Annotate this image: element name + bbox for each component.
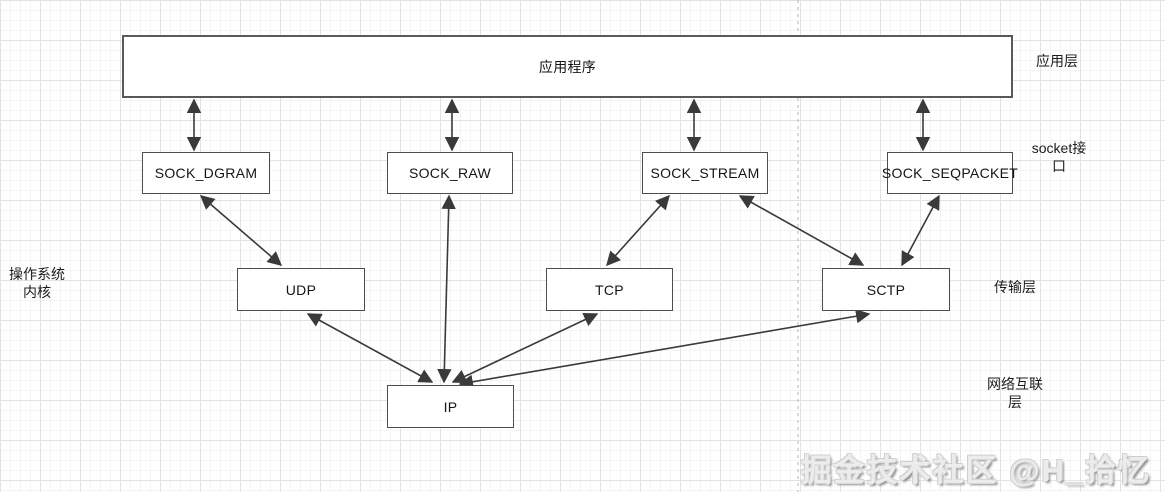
edge-tcp-ip [451,313,599,383]
node-application: 应用程序 [122,35,1013,98]
label-network-layer: 网络互联层 [987,376,1043,410]
node-sock-raw-label: SOCK_RAW [408,165,491,181]
label-socket-interface: socket接口 [1031,140,1087,174]
node-application-label: 应用程序 [538,58,597,75]
edge-sock-raw-ip [437,194,456,384]
node-tcp: TCP [546,268,673,311]
edge-sock-seqpacket-sctp [901,194,940,267]
label-transport-layer: 传输层 [994,279,1036,295]
edge-udp-ip [306,313,434,383]
node-udp: UDP [237,268,365,311]
node-sock-stream: SOCK_STREAM [642,152,768,194]
label-application-layer: 应用层 [1036,53,1078,69]
node-sock-seqpacket-label: SOCK_SEQPACKET [881,165,1019,181]
node-sock-dgram: SOCK_DGRAM [142,152,270,194]
node-sock-seqpacket: SOCK_SEQPACKET [882,152,1018,194]
node-sock-dgram-label: SOCK_DGRAM [154,165,258,181]
label-os-kernel: 操作系统内核 [9,266,65,300]
node-tcp-label: TCP [595,281,624,298]
node-ip-label: IP [443,398,458,415]
edge-sock-stream-sctp [738,195,865,266]
edge-sctp-ip [458,309,871,389]
edge-sock-stream-tcp [606,194,670,267]
node-sctp: SCTP [822,268,950,311]
node-ip: IP [387,385,514,428]
watermark-text: 掘金技术社区 @H_拾忆 [800,453,1151,488]
node-sock-raw: SOCK_RAW [387,152,513,194]
node-sock-stream-label: SOCK_STREAM [650,165,760,181]
node-sctp-label: SCTP [866,281,906,298]
edge-sock-dgram-udp [199,195,283,266]
node-udp-label: UDP [285,281,317,298]
